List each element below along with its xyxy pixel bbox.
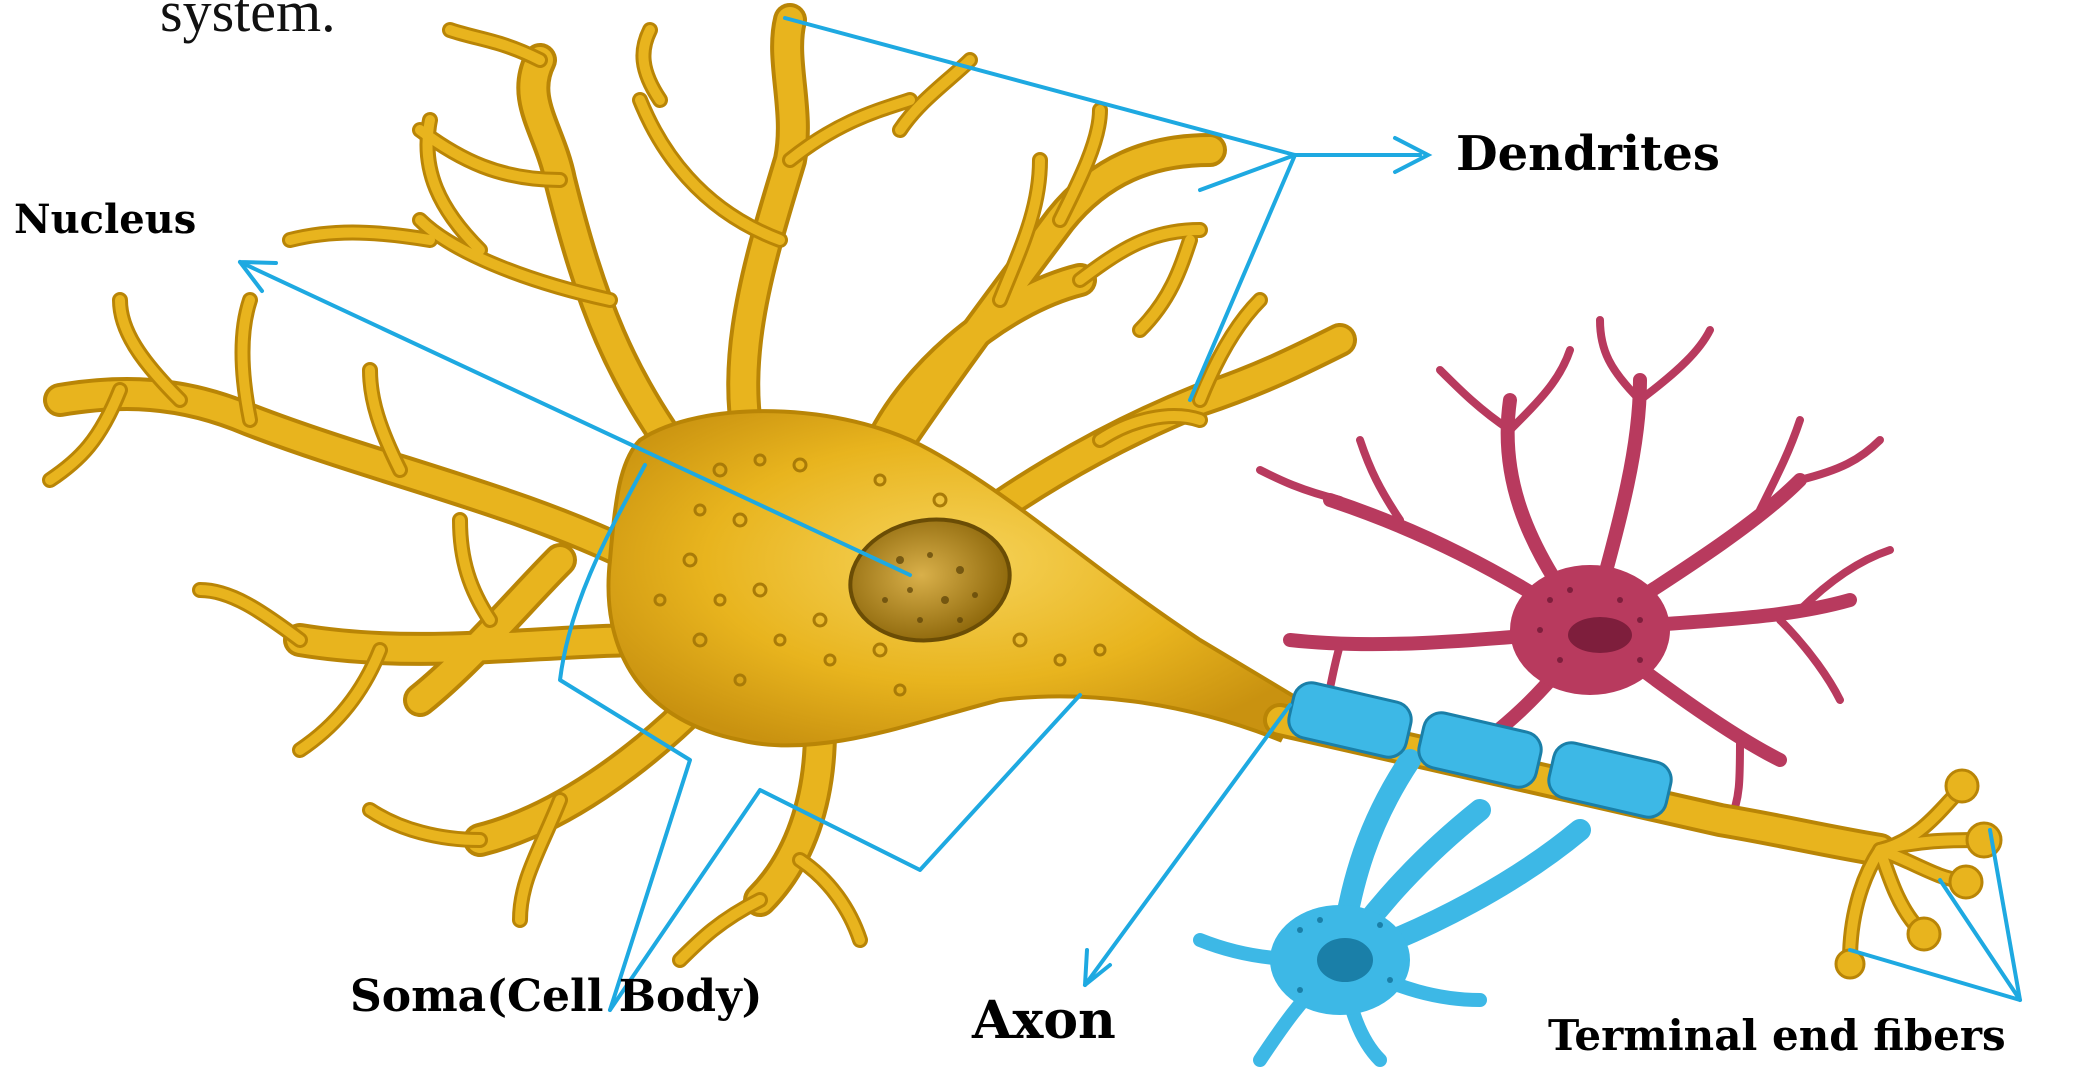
terminal-fibers — [1836, 770, 2001, 978]
label-nucleus: Nucleus — [14, 200, 196, 240]
label-axon: Axon — [972, 995, 1116, 1047]
label-terminal-end-fibers: Terminal end fibers — [1548, 1015, 2006, 1057]
label-dendrites: Dendrites — [1456, 130, 1720, 178]
label-soma: Soma(Cell Body) — [350, 975, 762, 1019]
blue-glial-cell — [1200, 760, 1580, 1060]
